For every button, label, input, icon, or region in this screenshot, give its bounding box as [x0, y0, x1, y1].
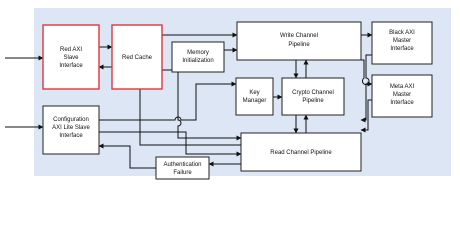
block-memory-initialization-line2: Initialization [182, 58, 213, 64]
block-configuration-axi-lite-slave-interface-line3: Interface [59, 133, 83, 139]
block-black-axi-master-interface: Black AXI Master Interface [371, 21, 433, 65]
block-red-axi-slave-interface-line3: Interface [59, 63, 83, 69]
connection-wires [5, 32, 373, 169]
block-configuration-axi-lite-slave-interface-line1: Configuration [53, 117, 89, 123]
block-configuration-axi-lite-slave-interface-line2: AXI Lite Slave [52, 125, 90, 131]
block-authentication-failure: Authentication Failure [155, 156, 210, 180]
block-authentication-failure-line2: Failure [173, 170, 192, 176]
block-red-axi-slave-interface: Red AXI Slave Interface [42, 24, 100, 90]
block-write-channel-pipeline: Write Channel Pipeline [236, 21, 362, 61]
block-red-axi-slave-interface-line2: Slave [63, 55, 79, 61]
block-memory-initialization: Memory Initialization [171, 41, 225, 73]
block-authentication-failure-line1: Authentication [163, 162, 201, 168]
block-key-manager-line1: Key [249, 90, 259, 96]
block-crypto-channel-pipeline-line1: Crypto Channel [292, 90, 334, 96]
block-read-channel-pipeline: Read Channel Pipeline [240, 132, 362, 172]
block-black-axi-master-interface-line3: Interface [390, 46, 414, 52]
block-red-cache-line1: Red Cache [122, 55, 153, 61]
block-write-channel-pipeline-line2: Pipeline [288, 42, 310, 48]
block-write-channel-pipeline-line1: Write Channel [280, 33, 318, 39]
block-red-cache: Red Cache [111, 24, 163, 90]
block-meta-axi-master-interface-line2: Master [393, 92, 411, 98]
block-crypto-channel-pipeline: Crypto Channel Pipeline [281, 77, 345, 116]
block-read-channel-pipeline-line1: Read Channel Pipeline [270, 150, 332, 156]
block-meta-axi-master-interface-line3: Interface [390, 100, 414, 106]
block-crypto-channel-pipeline-line2: Pipeline [302, 98, 324, 104]
block-memory-initialization-line1: Memory [187, 50, 209, 56]
block-black-axi-master-interface-line1: Black AXI [389, 30, 415, 36]
block-meta-axi-master-interface: Meta AXI Master Interface [371, 74, 433, 118]
block-key-manager: Key Manager [235, 77, 274, 116]
block-key-manager-line2: Manager [243, 98, 267, 104]
block-black-axi-master-interface-line2: Master [393, 38, 411, 44]
block-meta-axi-master-interface-line1: Meta AXI [390, 84, 415, 90]
block-configuration-axi-lite-slave-interface: Configuration AXI Lite Slave Interface [42, 105, 100, 155]
block-red-axi-slave-interface-line1: Red AXI [60, 47, 82, 53]
block-diagram: Red AXI Slave Interface Red Cache Memory… [5, 8, 451, 180]
